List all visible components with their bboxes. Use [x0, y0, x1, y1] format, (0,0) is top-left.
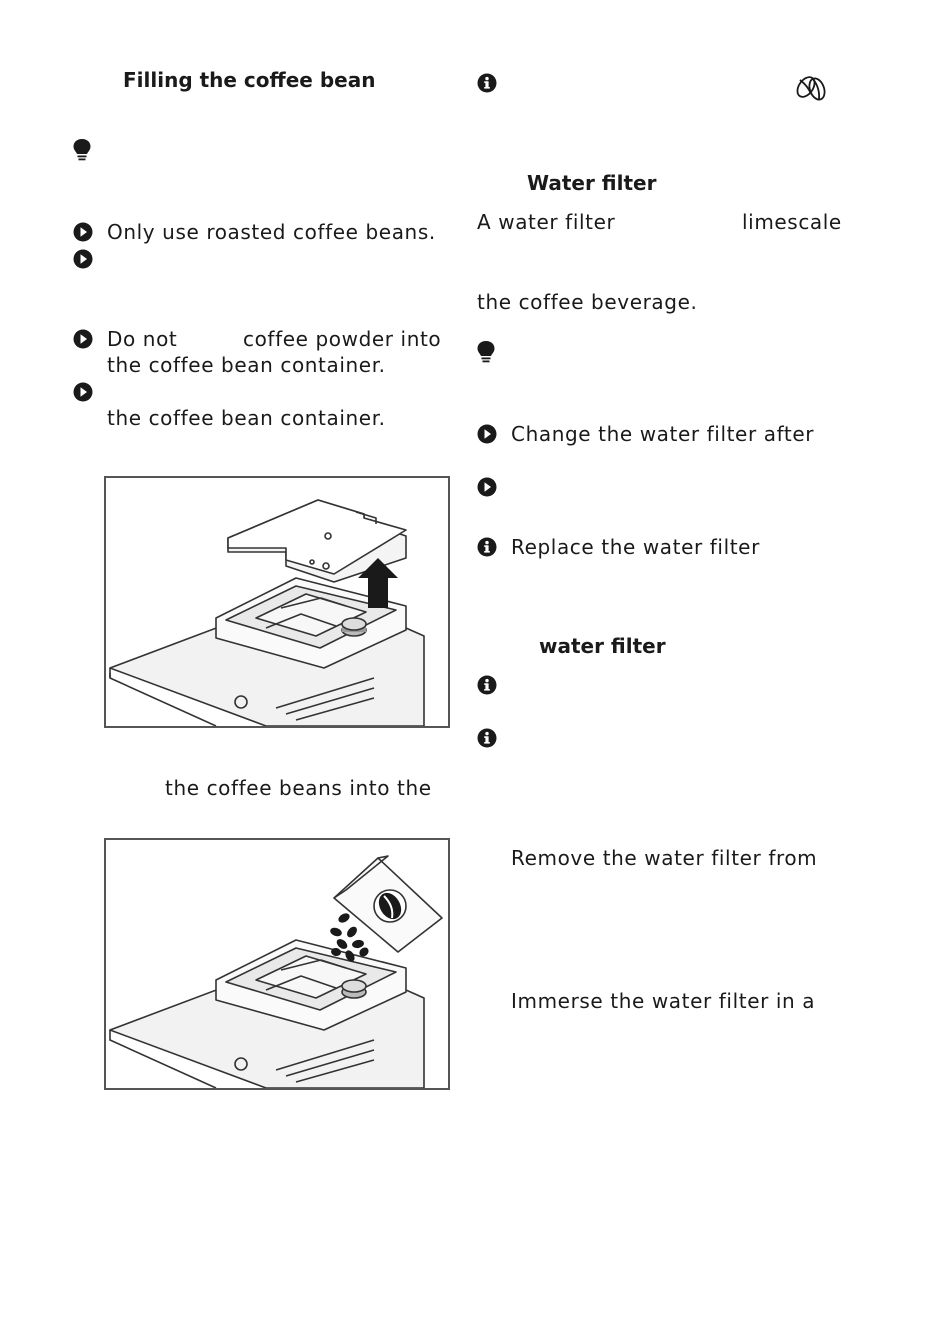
section-heading-water-filter: Water filter — [527, 171, 657, 195]
bullet-no-powder-a: Do not — [107, 327, 178, 351]
step-pour-beans: the coffee beans into the — [165, 776, 432, 800]
lightbulb-icon — [476, 340, 496, 364]
arrow-right-circle-icon — [73, 222, 93, 242]
lightbulb-icon — [72, 138, 92, 162]
figure-pour-beans — [104, 838, 450, 1090]
info-icon — [477, 728, 497, 748]
water-filter-para-c: the coffee beverage. — [477, 290, 698, 314]
arrow-right-circle-icon — [73, 329, 93, 349]
bullet-container-text: the coffee bean container. — [107, 406, 386, 430]
arrow-right-circle-icon — [477, 424, 497, 444]
figure-remove-lid — [104, 476, 450, 728]
arrow-right-circle-icon — [73, 249, 93, 269]
bullet-no-powder-c: the coffee bean container. — [107, 353, 386, 377]
coffee-beans-icon — [796, 76, 826, 101]
arrow-right-circle-icon — [73, 382, 93, 402]
bullet-change-filter: Change the water filter after — [511, 422, 815, 446]
step-immerse-filter: Immerse the water filter in a — [511, 989, 816, 1013]
bullet-no-powder-b: coffee powder into — [243, 327, 442, 351]
water-filter-para-b: limescale — [742, 210, 842, 234]
water-filter-para-a: A water filter — [477, 210, 616, 234]
section-heading-filling-beans: Filling the coffee bean — [123, 68, 376, 92]
step-remove-filter: Remove the water filter from — [511, 846, 818, 870]
info-icon — [477, 73, 497, 93]
bullet-roasted-beans: Only use roasted coffee beans. — [107, 220, 436, 244]
info-icon — [477, 537, 497, 557]
info-icon — [477, 675, 497, 695]
subheading-water-filter: water filter — [539, 634, 666, 658]
arrow-right-circle-icon — [477, 477, 497, 497]
info-replace-filter: Replace the water filter — [511, 535, 760, 559]
